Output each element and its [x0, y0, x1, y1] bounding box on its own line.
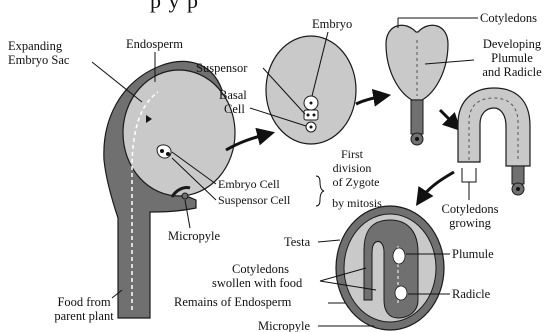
stage2-suspensor	[304, 110, 318, 120]
micropyle-dot	[182, 193, 188, 199]
stage2-embryo-sac	[266, 36, 356, 144]
arrow-stage2-to-3	[356, 96, 384, 104]
stage3-suspensor	[411, 100, 423, 134]
label-of-zygote: of Zygote	[333, 175, 380, 189]
label-endosperm: Endosperm	[126, 37, 183, 51]
label-micropyle-1: Micropyle	[168, 229, 221, 243]
embryo-cell-nucleus	[160, 149, 164, 153]
label-cotyledons-1: Cotyledons	[480, 11, 537, 25]
label-embryo: Embryo	[312, 17, 352, 31]
label-suspensor: Suspensor	[196, 61, 248, 75]
brace	[316, 176, 324, 206]
title-fragment: p y p	[150, 0, 199, 13]
label-embryo-cell: Embryo Cell	[218, 177, 280, 191]
label-testa: Testa	[284, 235, 311, 249]
label-growing: growing	[449, 216, 491, 230]
label-radicle: Radicle	[452, 287, 491, 301]
label-plumule-dev: Plumule	[491, 51, 533, 65]
label-suspensor-cell: Suspensor Cell	[218, 193, 291, 207]
seed-plumule	[393, 248, 405, 264]
label-food-from: Food from	[57, 295, 110, 309]
label-developing: Developing	[483, 37, 542, 51]
seed-radicle	[395, 286, 407, 300]
label-expanding: Expanding	[8, 39, 63, 53]
label-parent-plant: parent plant	[54, 309, 114, 323]
arrow-stage3-to-4	[440, 110, 456, 126]
stage3-heart-embryo	[386, 25, 448, 145]
label-plumule: Plumule	[452, 247, 494, 261]
stage5-seed	[336, 206, 444, 330]
label-and-radicle: and Radicle	[482, 65, 542, 79]
suspensor-cell-nucleus	[166, 152, 170, 156]
stage4-suspensor	[512, 166, 524, 184]
label-cell: Cell	[224, 102, 245, 116]
label-cotyledons-growing: Cotyledons	[442, 202, 499, 216]
stage4-torpedo-embryo	[458, 88, 530, 195]
zygote-two-cell	[157, 145, 171, 158]
label-division: division	[333, 161, 372, 175]
label-cotyledons-swollen-1: Cotyledons	[232, 262, 289, 276]
label-first: First	[341, 147, 364, 161]
stage4-labels: Cotyledons growing	[442, 168, 499, 230]
label-cotyledons-swollen-2: swollen with food	[212, 276, 303, 290]
label-embryo-sac: Embryo Sac	[8, 53, 70, 67]
label-basal: Basal	[219, 88, 247, 102]
label-micropyle-2: Micropyle	[258, 319, 311, 332]
stage5-labels: Testa Plumule Cotyledons swollen with fo…	[174, 235, 494, 332]
label-remains-endosperm: Remains of Endosperm	[174, 295, 292, 309]
arrow-stage4-to-5	[420, 172, 454, 200]
